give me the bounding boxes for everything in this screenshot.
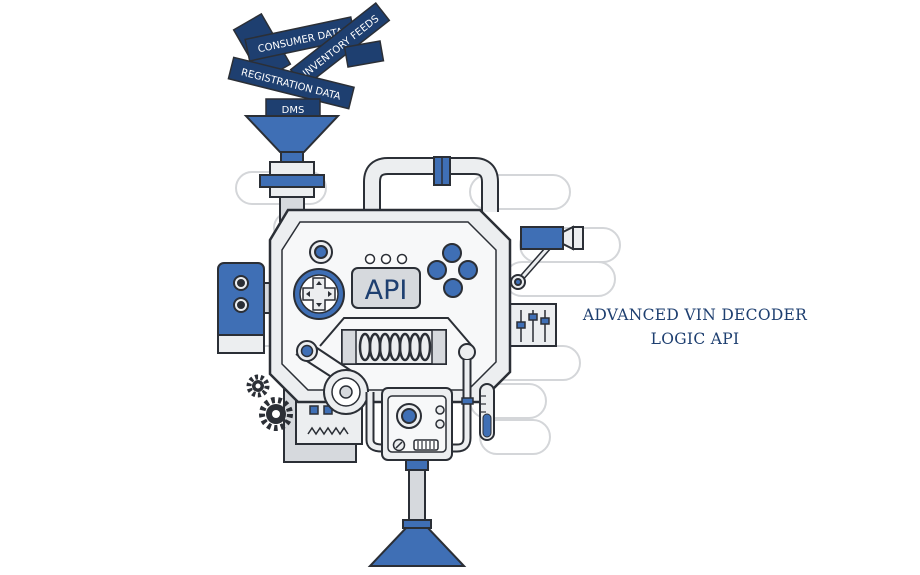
caption-line-2: LOGIC API bbox=[650, 330, 740, 348]
left-elbow-pipe bbox=[365, 392, 383, 453]
left-battery bbox=[217, 262, 274, 354]
tag-blank-right bbox=[343, 40, 385, 68]
output-cone bbox=[367, 459, 467, 567]
input-funnel bbox=[243, 115, 341, 222]
tag-dms-label: DMS bbox=[282, 105, 305, 116]
spring bbox=[358, 332, 432, 362]
top-pipe bbox=[359, 156, 499, 248]
api-label: API bbox=[365, 275, 408, 306]
gear-icon bbox=[246, 374, 293, 431]
right-pipe bbox=[446, 343, 495, 453]
product-caption: ADVANCED VIN DECODER LOGIC API bbox=[560, 303, 830, 351]
bottom-gauge-box bbox=[381, 387, 453, 461]
controller-top bbox=[309, 240, 408, 265]
action-buttons bbox=[427, 243, 478, 298]
data-source-tags: CONSUMER DATA INVENTORY FEEDS REGISTRATI… bbox=[227, 2, 391, 120]
dpad-icon bbox=[293, 268, 345, 320]
api-badge: API bbox=[351, 267, 421, 309]
caption-line-1: ADVANCED VIN DECODER bbox=[582, 306, 808, 324]
camera-arm bbox=[510, 225, 584, 290]
belt-pulleys bbox=[295, 340, 369, 415]
